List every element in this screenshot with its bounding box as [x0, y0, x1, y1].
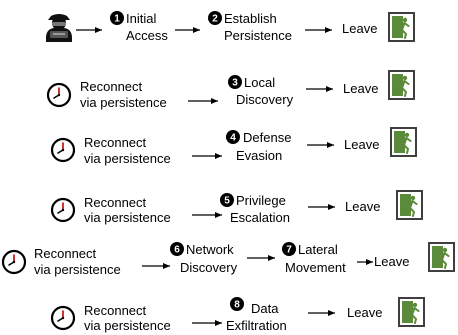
step-number-badge	[170, 242, 184, 256]
clock-icon	[50, 197, 76, 223]
step-7: 7 Lateral Movement	[282, 242, 346, 275]
leave-label: Leave	[347, 305, 382, 320]
step-number: 4	[230, 133, 236, 144]
step-5: 5 Privilege Escalation	[220, 193, 290, 225]
step-number: 6	[174, 245, 180, 256]
step-number-badge	[228, 75, 242, 89]
step-label-line2: Exfiltration	[226, 318, 287, 333]
step-number: 8	[234, 300, 240, 311]
step-label-line1: Establish	[224, 11, 277, 26]
step-3: 3 Local Discovery	[228, 75, 294, 107]
step-label-line2: Discovery	[180, 260, 238, 275]
step-number: 1	[114, 14, 120, 25]
emergency-exit-icon	[388, 70, 415, 100]
step-label-line1: Initial	[126, 11, 156, 26]
step-label-line2: Escalation	[230, 210, 290, 225]
step-4: 4 Defense Evasion	[226, 130, 291, 163]
flow-row: Reconnect via persistence 4 Defense Evas…	[50, 127, 417, 166]
reconnect-label-line1: Reconnect	[34, 246, 97, 261]
emergency-exit-icon	[390, 127, 417, 157]
step-label-line2: Movement	[285, 260, 346, 275]
clock-icon	[1, 249, 27, 275]
step-label-line2: Persistence	[224, 28, 292, 43]
reconnect-label-line1: Reconnect	[80, 79, 143, 94]
emergency-exit-icon	[388, 12, 415, 42]
leave-label: Leave	[342, 21, 377, 36]
leave-label: Leave	[343, 81, 378, 96]
leave-label: Leave	[374, 254, 409, 269]
flow-row: Reconnect via persistence 6 Network Disc…	[1, 242, 455, 277]
step-label-line2: Access	[126, 28, 168, 43]
emergency-exit-icon	[398, 297, 425, 327]
clock-icon	[50, 305, 76, 331]
step-number: 3	[232, 78, 238, 89]
flow-row: Reconnect via persistence 8 Data Exfiltr…	[50, 297, 425, 333]
reconnect-label-line1: Reconnect	[84, 303, 147, 318]
reconnect-label-line2: via persistence	[84, 210, 171, 225]
flow-row: Reconnect via persistence 5 Privilege Es…	[50, 190, 423, 225]
step-number-badge	[282, 242, 296, 256]
step-number: 7	[286, 245, 292, 256]
step-label-line1: Data	[251, 301, 279, 316]
step-number-badge	[220, 193, 234, 207]
step-number-badge	[230, 297, 244, 311]
step-label-line1: Defense	[243, 130, 291, 145]
reconnect-label-line2: via persistence	[80, 95, 167, 110]
reconnect-label-line2: via persistence	[84, 151, 171, 166]
step-label-line1: Privilege	[236, 193, 286, 208]
step-2: 2 Establish Persistence	[208, 11, 292, 43]
step-number: 5	[224, 196, 230, 207]
step-number: 2	[212, 14, 218, 25]
emergency-exit-icon	[396, 190, 423, 220]
step-1: 1 Initial Access	[110, 11, 168, 43]
flow-row: 1 Initial Access 2 Establish Persistence…	[46, 11, 415, 43]
step-number-badge	[226, 130, 240, 144]
reconnect-label-line2: via persistence	[34, 262, 121, 277]
step-label-line1: Lateral	[298, 242, 338, 257]
leave-label: Leave	[345, 199, 380, 214]
clock-icon	[46, 82, 72, 108]
step-label-line2: Discovery	[236, 92, 294, 107]
reconnect-label-line1: Reconnect	[84, 195, 147, 210]
hacker-icon	[46, 14, 72, 42]
reconnect-label-line1: Reconnect	[84, 135, 147, 150]
emergency-exit-icon	[428, 242, 455, 272]
step-8: 8 Data Exfiltration	[226, 297, 287, 333]
reconnect-label-line2: via persistence	[84, 318, 171, 333]
leave-label: Leave	[344, 137, 379, 152]
step-number-badge	[110, 11, 124, 25]
step-label-line1: Network	[186, 242, 234, 257]
flow-row: Reconnect via persistence 3 Local Discov…	[46, 70, 415, 110]
step-number-badge	[208, 11, 222, 25]
step-6: 6 Network Discovery	[170, 242, 238, 275]
step-label-line1: Local	[244, 75, 275, 90]
step-label-line2: Evasion	[236, 148, 282, 163]
clock-icon	[50, 137, 76, 163]
